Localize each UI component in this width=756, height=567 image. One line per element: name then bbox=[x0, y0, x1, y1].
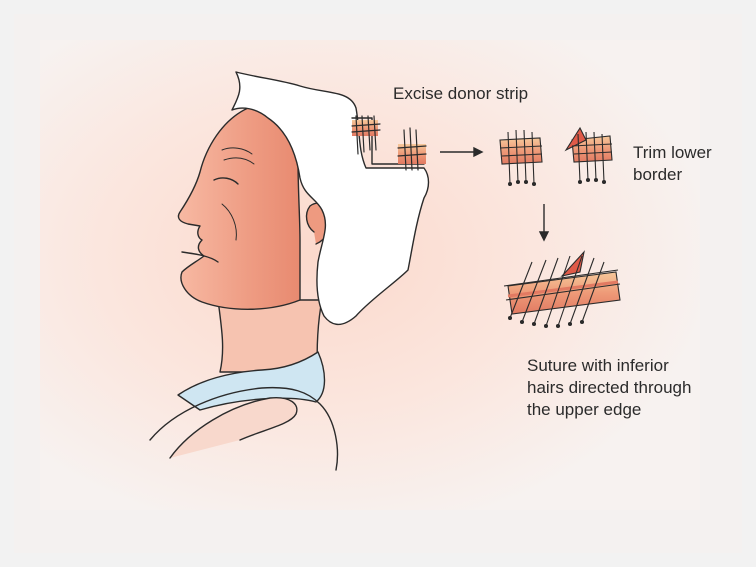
label-excise-donor-strip: Excise donor strip bbox=[393, 83, 528, 105]
label-trim-lower-border: Trim lower border bbox=[633, 142, 712, 186]
label-suture-instruction: Suture with inferior hairs directed thro… bbox=[527, 355, 691, 421]
